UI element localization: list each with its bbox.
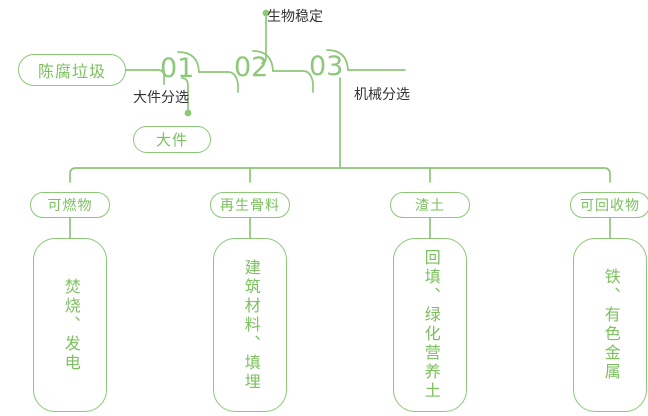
output-pill-bulky[interactable]: 大件 xyxy=(133,126,211,153)
wire-bulky-dot xyxy=(184,109,192,117)
destination-text-combustible: 焚烧、发电 xyxy=(61,277,79,373)
process-label-bulky-sorting-text: 大件分选 xyxy=(133,89,189,105)
destination-box-residual-soil[interactable]: 回填、绿化营养土 xyxy=(393,238,467,412)
stage-number-01[interactable]: 01 xyxy=(160,53,195,84)
root-node-pill[interactable]: 陈腐垃圾 xyxy=(18,54,126,86)
category-pill-recyclables[interactable]: 可回收物 xyxy=(570,192,648,218)
process-label-bulky-sorting: 大件分选 xyxy=(133,89,189,106)
destination-box-recyclables[interactable]: 铁、有色金属 xyxy=(573,238,647,412)
destination-text-residual-soil: 回填、绿化营养土 xyxy=(421,249,439,401)
stage-number-03[interactable]: 03 xyxy=(309,51,344,82)
process-label-mechanical-sorting: 机械分选 xyxy=(354,86,410,103)
category-pill-combustible[interactable]: 可燃物 xyxy=(30,192,110,218)
wire-distribution-bus xyxy=(69,167,611,183)
category-pill-residual-soil[interactable]: 渣土 xyxy=(390,192,470,218)
process-label-bio-stabilization-text: 生物稳定 xyxy=(267,8,323,24)
process-label-bio-stabilization: 生物稳定 xyxy=(267,8,323,25)
destination-box-combustible[interactable]: 焚烧、发电 xyxy=(33,238,107,412)
destination-text-recyclables: 铁、有色金属 xyxy=(601,268,619,382)
destination-box-recycled-aggregate[interactable]: 建筑材料、填埋 xyxy=(213,238,287,412)
category-pill-recycled-aggregate[interactable]: 再生骨料 xyxy=(210,192,290,218)
stage-number-02[interactable]: 02 xyxy=(234,52,269,83)
process-label-mechanical-sorting-text: 机械分选 xyxy=(354,86,410,102)
destination-text-recycled-aggregate: 建筑材料、填埋 xyxy=(241,258,259,392)
